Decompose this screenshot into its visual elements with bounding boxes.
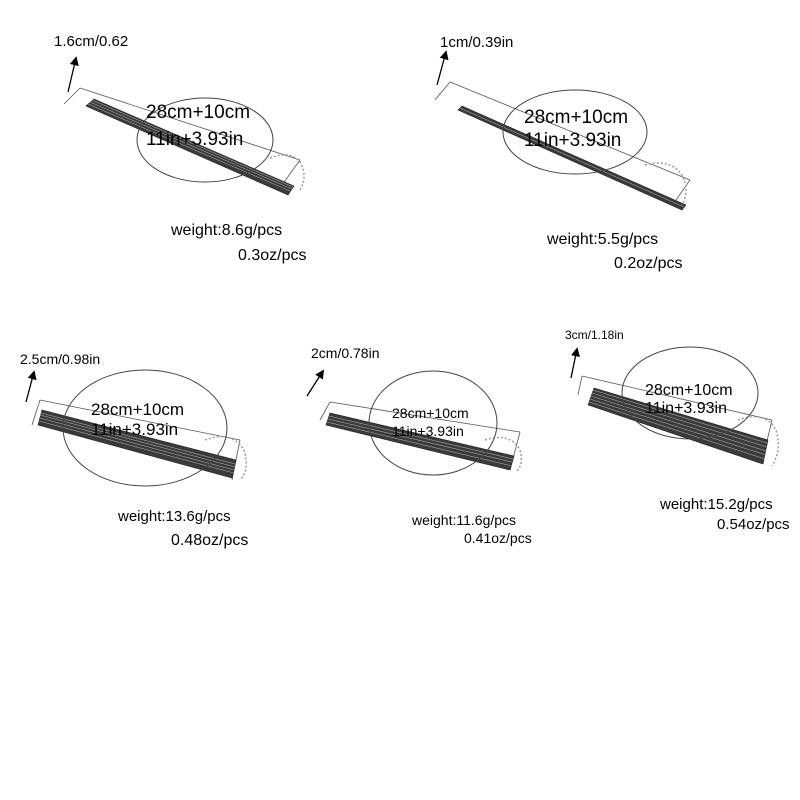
length-in-label: 11in+3.93in bbox=[524, 130, 622, 151]
choker-band bbox=[325, 412, 515, 471]
choker-1 bbox=[63, 56, 305, 196]
width-arrow-icon bbox=[25, 370, 37, 403]
extension-chain bbox=[269, 154, 305, 191]
weight-g-label: weight:5.5g/pcs bbox=[547, 231, 659, 248]
choker-5 bbox=[570, 346, 779, 467]
weight-oz-label: 0.41oz/pcs bbox=[464, 530, 532, 546]
extension-chain bbox=[204, 435, 247, 481]
weight-oz-label: 0.54oz/pcs bbox=[717, 516, 790, 533]
extension-chain bbox=[484, 436, 523, 473]
width-label: 1cm/0.39in bbox=[440, 34, 514, 51]
choker-band bbox=[85, 98, 295, 196]
length-ellipse bbox=[368, 370, 498, 476]
weight-oz-label: 0.2oz/pcs bbox=[614, 255, 683, 272]
weight-oz-label: 0.48oz/pcs bbox=[171, 532, 249, 549]
width-arrow-icon bbox=[570, 347, 580, 379]
length-ellipse bbox=[136, 97, 274, 183]
width-label: 2cm/0.78in bbox=[311, 345, 380, 361]
weight-g-label: weight:11.6g/pcs bbox=[412, 512, 517, 528]
choker-2 bbox=[434, 50, 691, 211]
length-ellipse bbox=[621, 346, 759, 440]
width-arrow-icon bbox=[67, 56, 79, 93]
dimension-line bbox=[63, 87, 301, 186]
choker-3 bbox=[25, 369, 247, 487]
width-arrow-icon bbox=[306, 369, 324, 397]
length-cm-label: 28cm+10cm bbox=[146, 102, 251, 123]
extension-chain bbox=[644, 162, 687, 206]
width-label: 1.6cm/0.62 bbox=[54, 33, 129, 50]
length-cm-label: 28cm+10cm bbox=[524, 107, 629, 128]
length-cm-label: 28cm+10cm bbox=[645, 382, 733, 399]
choker-4 bbox=[306, 369, 523, 476]
weight-oz-label: 0.3oz/pcs bbox=[238, 247, 307, 264]
length-in-label: 11in+3.93in bbox=[392, 423, 464, 439]
weight-g-label: weight:15.2g/pcs bbox=[660, 496, 773, 513]
width-label: 2.5cm/0.98in bbox=[20, 351, 101, 367]
length-in-label: 11in+3.93in bbox=[645, 400, 727, 417]
length-cm-label: 28cm+10cm bbox=[91, 400, 185, 419]
width-arrow-icon bbox=[436, 50, 449, 86]
choker-band bbox=[457, 105, 687, 211]
length-ellipse bbox=[62, 369, 228, 487]
length-ellipse bbox=[502, 89, 648, 175]
length-cm-label: 28cm+10cm bbox=[392, 405, 469, 421]
width-label: 3cm/1.18in bbox=[565, 328, 624, 342]
length-in-label: 11in+3.93in bbox=[91, 420, 179, 439]
weight-g-label: weight:8.6g/pcs bbox=[171, 222, 283, 239]
length-in-label: 11in+3.93in bbox=[146, 129, 244, 150]
choker-band bbox=[587, 387, 769, 465]
weight-g-label: weight:13.6g/pcs bbox=[118, 508, 231, 525]
